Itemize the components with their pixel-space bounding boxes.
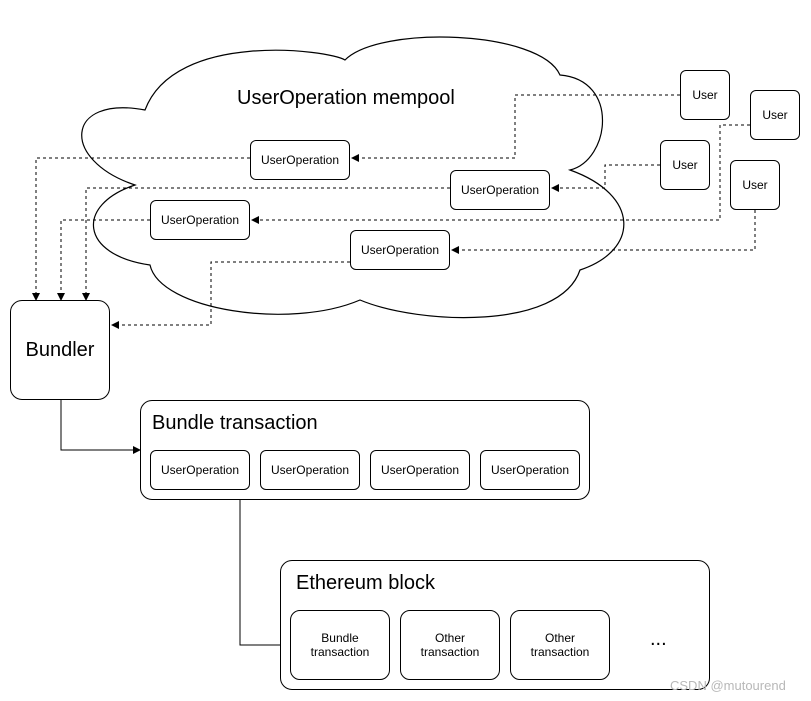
mempool-cloud: [81, 36, 625, 319]
mempool-to-bundler-arrows: [32, 157, 450, 329]
user-box[interactable]: User: [750, 90, 800, 140]
user-box[interactable]: User: [660, 140, 710, 190]
mempool-user-operation[interactable]: UserOperation: [250, 140, 350, 180]
mempool-user-operation[interactable]: UserOperation: [350, 230, 450, 270]
bundle-user-operation[interactable]: UserOperation: [260, 450, 360, 490]
watermark: CSDN @mutourend: [670, 678, 786, 693]
mempool-user-operation[interactable]: UserOperation: [450, 170, 550, 210]
arrow-user4-to-uo4: [451, 210, 756, 254]
arrow-user3-to-uo2: [551, 164, 660, 192]
bundle-transaction-title: Bundle transaction: [152, 412, 318, 434]
block-transaction[interactable]: Other transaction: [510, 610, 610, 680]
user-to-mempool-arrows: [251, 94, 756, 254]
block-ellipsis: ...: [650, 628, 667, 650]
block-transaction[interactable]: Bundle transaction: [290, 610, 390, 680]
user-box[interactable]: User: [680, 70, 730, 120]
arrow-bundler-to-bundle-tx: [60, 400, 141, 454]
flow-arrows: [60, 400, 291, 649]
block-transaction[interactable]: Other transaction: [400, 610, 500, 680]
arrow-bundle-tx-to-block: [239, 500, 291, 649]
bundle-user-operation[interactable]: UserOperation: [150, 450, 250, 490]
arrow-uo2-to-bundler: [82, 187, 450, 301]
user-box[interactable]: User: [730, 160, 780, 210]
ethereum-block-title: Ethereum block: [296, 572, 435, 594]
mempool-title: UserOperation mempool: [237, 87, 455, 109]
arrow-user2-to-uo3: [251, 124, 750, 224]
arrow-uo4-to-bundler: [111, 261, 350, 329]
arrow-uo1-to-bundler: [32, 157, 250, 301]
mempool-user-operation[interactable]: UserOperation: [150, 200, 250, 240]
bundler-box[interactable]: Bundler: [10, 300, 110, 400]
bundler-label: Bundler: [25, 338, 95, 361]
bundle-user-operation[interactable]: UserOperation: [370, 450, 470, 490]
bundle-user-operation[interactable]: UserOperation: [480, 450, 580, 490]
